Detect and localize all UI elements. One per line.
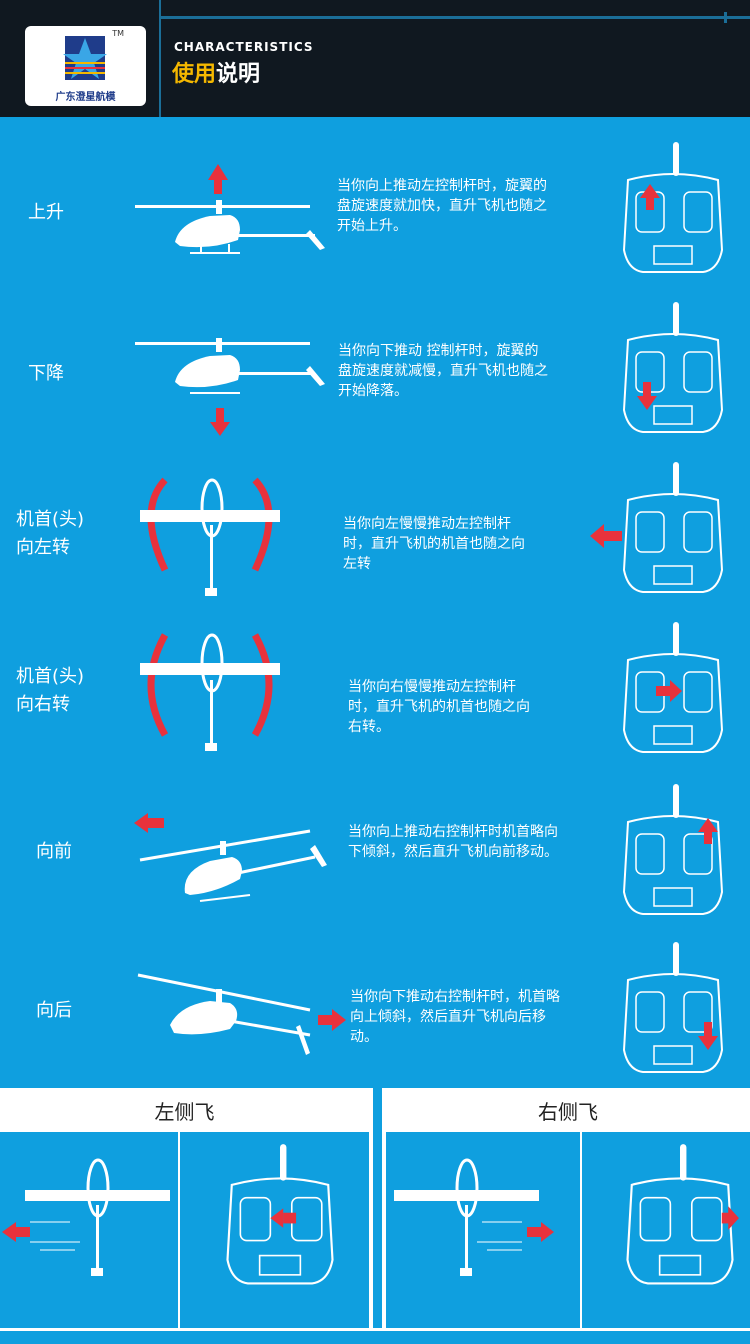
helicopter-top-icon xyxy=(394,1158,554,1276)
row-desc-forward: 当你向上推动右控制杆时机首略向下倾斜，然后直升飞机向前移动。 xyxy=(348,824,558,860)
helicopter-top-icon xyxy=(140,633,280,751)
row-label-forward: 向前 xyxy=(36,841,72,862)
header-bar: TM 广东澄星航模 CHARACTERISTICS 使用说明 xyxy=(0,0,750,117)
brand-name: 广东澄星航模 xyxy=(55,92,116,103)
row-label-yaw-left-1: 机首(头) xyxy=(16,509,85,530)
right-side-flight-title: 右侧飞 xyxy=(538,1100,598,1124)
helicopter-side-icon xyxy=(134,813,327,902)
helicopter-top-icon xyxy=(140,477,280,596)
row-desc-yaw-left: 当你向左慢慢推动左控制杆时，直升飞机的机首也随之向左转 xyxy=(343,516,525,572)
title-rest: 说明 xyxy=(216,62,261,87)
panel-divider xyxy=(580,1132,582,1330)
row-desc-ascend: 当你向上推动左控制杆时，旋翼的盘旋速度就加快，直升飞机也随之开始上升。 xyxy=(337,178,547,234)
page-title: 使用说明 xyxy=(172,56,260,88)
row-label-yaw-right-2: 向右转 xyxy=(16,694,70,715)
helicopter-side-icon xyxy=(135,338,325,436)
row-label-yaw-right-1: 机首(头) xyxy=(16,666,85,687)
star-logo-icon xyxy=(59,32,113,86)
transmitter-icon xyxy=(622,142,724,273)
row-label-yaw-left-2: 向左转 xyxy=(16,537,70,558)
title-highlight: 使用 xyxy=(172,62,217,87)
left-panel-border xyxy=(369,1088,373,1330)
header-rule-tick xyxy=(724,12,727,23)
row-desc-descend: 当你向下推动 控制杆时，旋翼的盘旋速度就减慢，直升飞机也随之开始降落。 xyxy=(338,343,548,399)
header-rule xyxy=(161,16,750,19)
transmitter-icon xyxy=(226,1144,334,1285)
transmitter-icon xyxy=(622,942,724,1073)
right-panel-title-bar xyxy=(386,1088,750,1132)
helicopter-side-icon xyxy=(135,164,325,254)
row-desc-backward: 当你向下推动右控制杆时，机首略向上倾斜，然后直升飞机向后移动。 xyxy=(350,989,560,1045)
transmitter-icon xyxy=(622,462,724,593)
bottom-border xyxy=(0,1328,750,1331)
panel-divider xyxy=(178,1132,180,1330)
transmitter-icon xyxy=(622,302,724,433)
left-panel-title-bar xyxy=(0,1088,369,1132)
trademark-mark: TM xyxy=(112,29,124,38)
brand-logo: TM 广东澄星航模 xyxy=(25,26,146,106)
row-desc-yaw-right: 当你向右慢慢推动左控制杆时，直升飞机的机首也随之向右转。 xyxy=(348,679,530,735)
transmitter-icon xyxy=(626,1144,739,1285)
arrow-left-icon xyxy=(590,524,622,548)
row-label-ascend: 上升 xyxy=(28,202,64,223)
helicopter-top-icon xyxy=(2,1158,170,1276)
transmitter-icon xyxy=(622,622,724,753)
transmitter-icon xyxy=(622,784,724,915)
title-english: CHARACTERISTICS xyxy=(174,40,314,54)
row-label-backward: 向后 xyxy=(36,1000,72,1021)
row-label-descend: 下降 xyxy=(28,363,64,384)
left-side-flight-title: 左侧飞 xyxy=(154,1100,215,1124)
helicopter-side-icon xyxy=(137,973,346,1055)
header-divider xyxy=(159,0,161,117)
right-panel-border xyxy=(382,1088,386,1330)
